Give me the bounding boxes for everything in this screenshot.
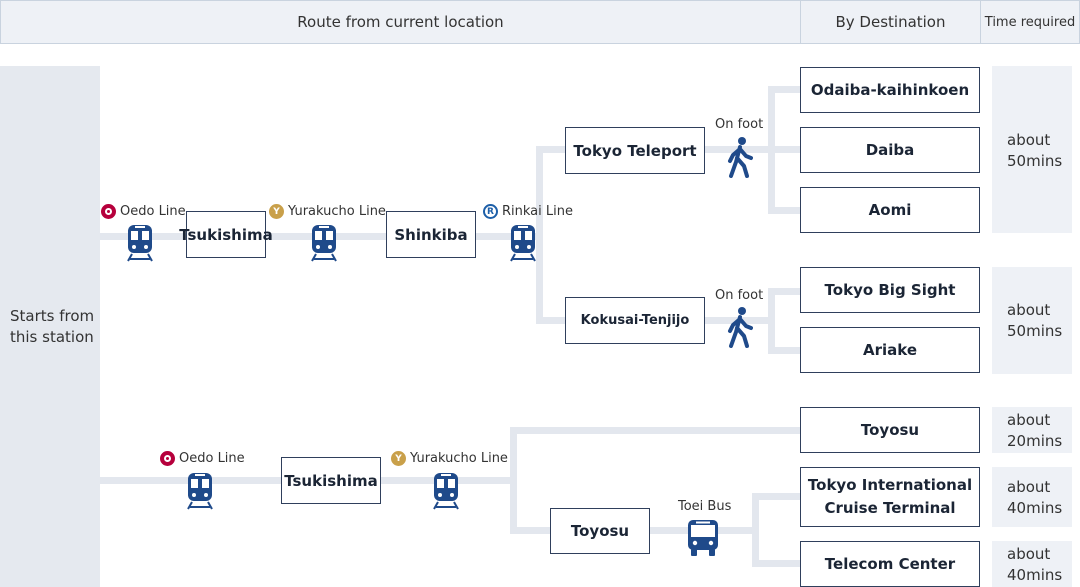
train-icon [311,225,337,262]
route2-branch-toyosu-dest [510,427,802,434]
dest-aomi: Aomi [800,187,980,233]
dest-tokyo-big-sight: Tokyo Big Sight [800,267,980,313]
header-by-destination: By Destination [800,0,981,44]
train-icon [433,473,459,510]
time-box-group-1 [992,66,1072,233]
walking-person-icon [728,307,753,348]
header-route: Route from current location [0,0,801,44]
label-on-foot-1: On foot [715,117,764,132]
fork-daiba [768,146,802,153]
header-by-destination-text: By Destination [835,13,946,31]
label-oedo-1: Oedo Line [101,204,186,219]
header-route-text: Route from current location [297,13,504,31]
station-kokusai-tenjijo: Kokusai-Tenjijo [565,297,705,344]
bus-fork-vertical [752,493,759,567]
fork-cruise [752,493,802,500]
header-time-required-text: Time required [984,14,1076,30]
time-box-toyosu [992,407,1072,453]
fork-telecom [752,560,802,567]
route1-branch-bottom [536,317,570,324]
time-box-group-2 [992,267,1072,374]
fork-ariake [768,347,802,354]
train-icon [510,225,536,262]
fork-odaiba [768,86,802,93]
route2-branch-vertical [510,427,517,533]
station-tokyo-teleport: Tokyo Teleport [565,127,705,174]
tenjijo-fork-vertical [768,288,775,354]
label-on-foot-2: On foot [715,288,764,303]
yurakucho-line-icon: Y [391,451,406,466]
start-label: Starts from this station [10,307,95,346]
dest-ariake: Ariake [800,327,980,373]
header-time-required: Time required [980,0,1080,44]
dest-odaiba-kaihinkoen: Odaiba-kaihinkoen [800,67,980,113]
time-box-telecom [992,541,1072,587]
train-icon [127,225,153,262]
station-toyosu: Toyosu [550,508,650,554]
train-icon [187,473,213,510]
dest-telecom-center: Telecom Center [800,541,980,587]
rinkai-line-icon: R [483,204,498,219]
start-column [0,66,100,587]
label-toei-bus: Toei Bus [678,499,732,514]
route1-branch-vertical [536,146,543,324]
label-oedo-2: Oedo Line [160,451,245,466]
time-box-cruise [992,467,1072,527]
route2-branch-toyosu-st [510,527,554,534]
station-tsukishima-1: Tsukishima [179,211,273,258]
fork-bigsight [768,288,802,295]
station-shinkiba: Shinkiba [386,211,476,258]
station-tsukishima-2: Tsukishima [281,457,381,504]
dest-toyosu: Toyosu [800,407,980,453]
dest-daiba: Daiba [800,127,980,173]
bus-icon [688,520,718,556]
oedo-line-icon [101,204,116,219]
route1-branch-top [536,146,570,153]
fork-aomi [768,207,802,214]
walking-person-icon [728,137,753,178]
oedo-line-icon [160,451,175,466]
yurakucho-line-icon: Y [269,204,284,219]
